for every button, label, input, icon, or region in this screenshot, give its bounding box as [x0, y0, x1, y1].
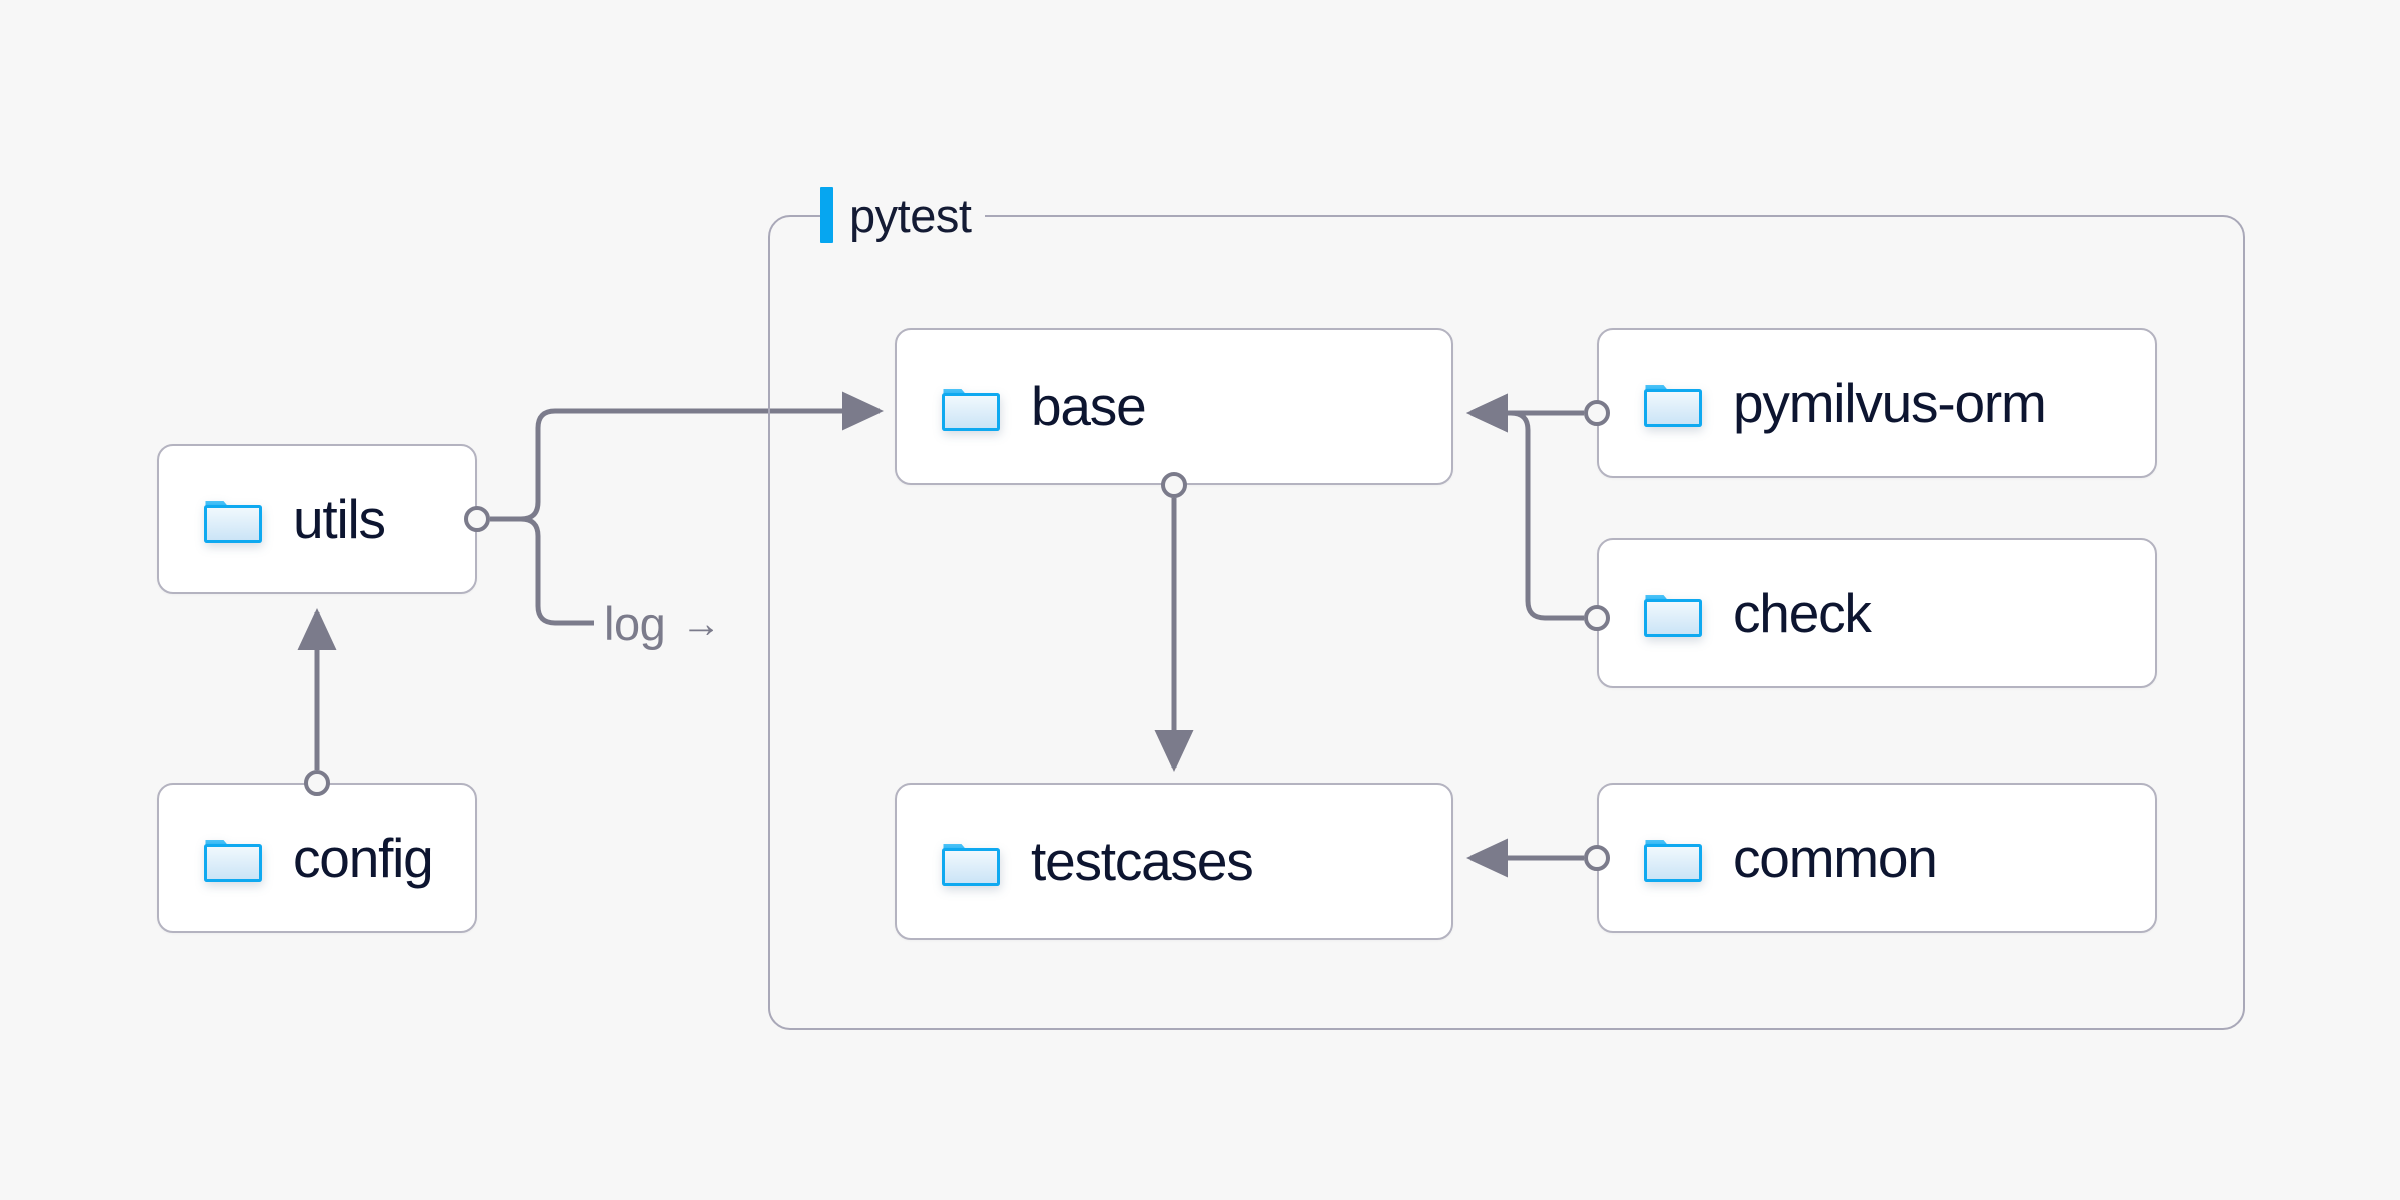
node-config[interactable]: config	[157, 783, 477, 933]
node-base[interactable]: base	[895, 328, 1453, 485]
node-label: testcases	[1031, 830, 1254, 892]
folder-icon	[1644, 840, 1702, 882]
node-label: common	[1733, 826, 1938, 889]
node-utils[interactable]: utils	[157, 444, 477, 594]
node-check[interactable]: check	[1597, 538, 2157, 688]
node-label: check	[1733, 581, 1872, 644]
node-common[interactable]: common	[1597, 783, 2157, 933]
node-pymilvus-orm[interactable]: pymilvus-orm	[1597, 328, 2157, 478]
edge-label-log-text: log	[604, 597, 666, 650]
node-label: base	[1031, 375, 1147, 437]
handle-common-left[interactable]	[1584, 845, 1610, 871]
handle-pymilvus-orm-left[interactable]	[1584, 400, 1610, 426]
group-accent-bar	[820, 187, 833, 243]
node-label: pymilvus-orm	[1733, 371, 2047, 434]
node-config-content: config	[159, 826, 434, 889]
node-testcases-content: testcases	[897, 830, 1254, 892]
handle-base-bottom[interactable]	[1161, 472, 1187, 498]
folder-icon	[204, 840, 262, 882]
node-common-content: common	[1599, 826, 1938, 889]
node-base-content: base	[897, 375, 1147, 437]
node-utils-content: utils	[159, 487, 386, 550]
node-check-content: check	[1599, 581, 1872, 644]
edge-utils-log	[490, 516, 594, 626]
handle-check-left[interactable]	[1584, 605, 1610, 631]
node-label: utils	[293, 487, 386, 550]
group-container-pytest[interactable]	[768, 215, 2245, 1030]
group-label-text: pytest	[849, 188, 972, 242]
folder-icon	[204, 501, 262, 543]
handle-utils-right[interactable]	[464, 506, 490, 532]
folder-icon	[942, 843, 1000, 886]
handle-config-top[interactable]	[304, 770, 330, 796]
folder-icon	[942, 388, 1000, 431]
edge-label-log: log →	[604, 600, 721, 647]
node-pymilvus-orm-content: pymilvus-orm	[1599, 371, 2047, 434]
node-label: config	[293, 826, 434, 889]
group-label-pytest: pytest	[820, 186, 986, 244]
folder-icon	[1644, 595, 1702, 637]
arrow-right-icon: →	[681, 601, 721, 646]
folder-icon	[1644, 385, 1702, 427]
node-testcases[interactable]: testcases	[895, 783, 1453, 940]
